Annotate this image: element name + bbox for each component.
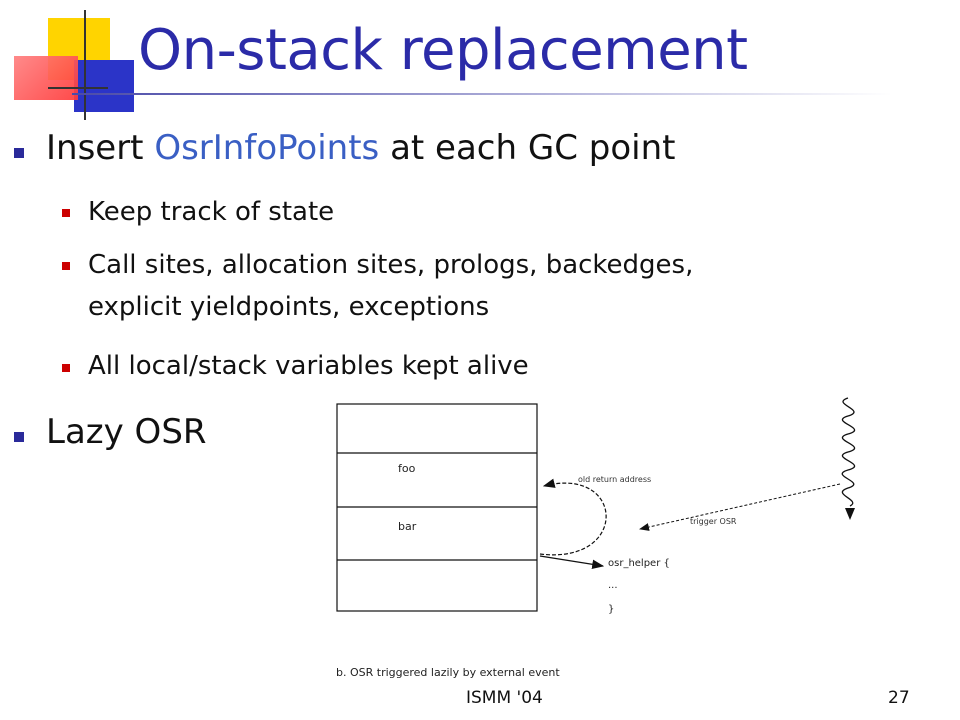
bullet-lazy-osr: Lazy OSR [46,412,207,452]
label-osr-helper: osr_helper { [608,558,670,569]
diagram-caption: b. OSR triggered lazily by external even… [336,666,560,679]
sub-bullet-call-sites-cont: explicit yieldpoints, exceptions [88,292,490,322]
footer-page-number: 27 [888,688,910,708]
frame-label-foo: foo [398,462,416,475]
label-osr-helper-body: ... [608,580,618,591]
label-old-return-address: old return address [578,475,651,484]
sub-bullet-marker [62,262,70,270]
title-underline [72,93,892,95]
helper-arrow [539,555,605,570]
decor-blue-square [74,60,134,112]
decor-red-square [14,56,78,100]
thread-arrowhead [845,508,855,520]
frame-label-bar: bar [398,520,417,533]
footer-venue: ISMM '04 [466,688,543,708]
decor-vertical-line [84,10,86,120]
sub-bullet-marker [62,364,70,372]
slide-title: On-stack replacement [138,18,748,83]
bullet-text-before: Insert [46,128,155,168]
old-return-curve [539,478,607,556]
sub-bullet-keep-track: Keep track of state [88,197,335,227]
sub-bullet-marker [62,209,70,217]
osr-diagram: foo bar old return address trigger OSR o… [336,397,856,615]
bullet-text-after: at each GC point [379,128,676,168]
bullet-insert-osrinfopoints: Insert OsrInfoPoints at each GC point [46,128,675,168]
bullet-marker [14,148,24,158]
thread-squiggle [841,397,856,507]
bullet-marker [14,432,24,442]
decor-horizontal-line [48,87,108,89]
sub-bullet-variables-alive: All local/stack variables kept alive [88,351,529,381]
label-trigger-osr: trigger OSR [690,517,737,526]
label-osr-helper-close: } [608,604,614,615]
trigger-arrow [639,483,841,531]
bullet-highlight: OsrInfoPoints [154,128,380,168]
sub-bullet-call-sites: Call sites, allocation sites, prologs, b… [88,250,694,280]
